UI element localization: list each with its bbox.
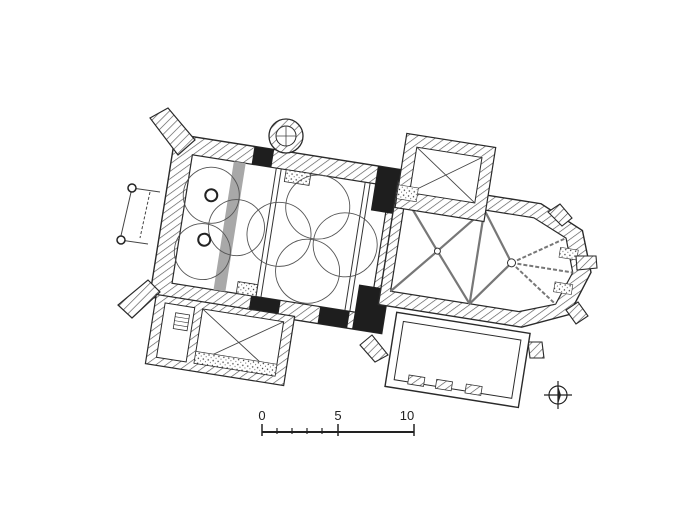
buttress-sw <box>117 279 161 319</box>
buttress-sw-chancel <box>359 334 389 363</box>
transverse-line-1 <box>255 168 277 297</box>
boss <box>507 258 517 268</box>
sw-annex <box>144 293 296 387</box>
pillar-south <box>197 232 212 247</box>
scale-bar: 0 5 10 <box>258 408 415 436</box>
solid-wall-n <box>251 146 275 168</box>
vault-curve <box>173 223 231 281</box>
rib <box>468 209 486 304</box>
grey-wall-band <box>213 161 246 292</box>
solid-wall-s2 <box>317 306 350 329</box>
vault-curve <box>208 199 265 257</box>
south-annex <box>384 311 531 409</box>
transverse-line-3 <box>344 182 366 311</box>
buttress-nw <box>149 107 196 156</box>
chancel <box>377 180 592 328</box>
window-opening <box>558 246 579 261</box>
scale-label-10: 10 <box>400 408 414 423</box>
vault-curve <box>312 212 378 278</box>
boss <box>433 247 441 255</box>
vault-curve <box>285 174 351 240</box>
scale-label-0: 0 <box>258 408 265 423</box>
window-opening <box>553 281 574 295</box>
porch-column-n <box>127 183 137 193</box>
stippled-pier-s <box>235 281 259 297</box>
nave <box>148 133 409 335</box>
pillar-north <box>204 188 219 203</box>
north-sacristy <box>394 132 497 223</box>
transverse-line-2 <box>260 168 282 298</box>
west-porch <box>116 183 161 245</box>
vault-curve <box>246 201 312 267</box>
scale-label-5: 5 <box>334 408 341 423</box>
rib-dashed <box>511 261 573 274</box>
rib <box>468 262 513 305</box>
porch-column-s <box>116 235 126 245</box>
transverse-line-4 <box>349 182 371 312</box>
buttress-ne <box>547 203 573 227</box>
rib <box>436 250 471 305</box>
rib <box>389 250 439 293</box>
spiral-stair <box>268 118 304 154</box>
buttress-s <box>527 341 545 359</box>
buttress-se <box>565 301 589 325</box>
buttress-e <box>575 255 598 271</box>
rib <box>483 209 513 264</box>
north-arrow-icon <box>544 381 572 409</box>
rib-dashed <box>510 262 557 305</box>
rib-dashed <box>511 237 567 264</box>
